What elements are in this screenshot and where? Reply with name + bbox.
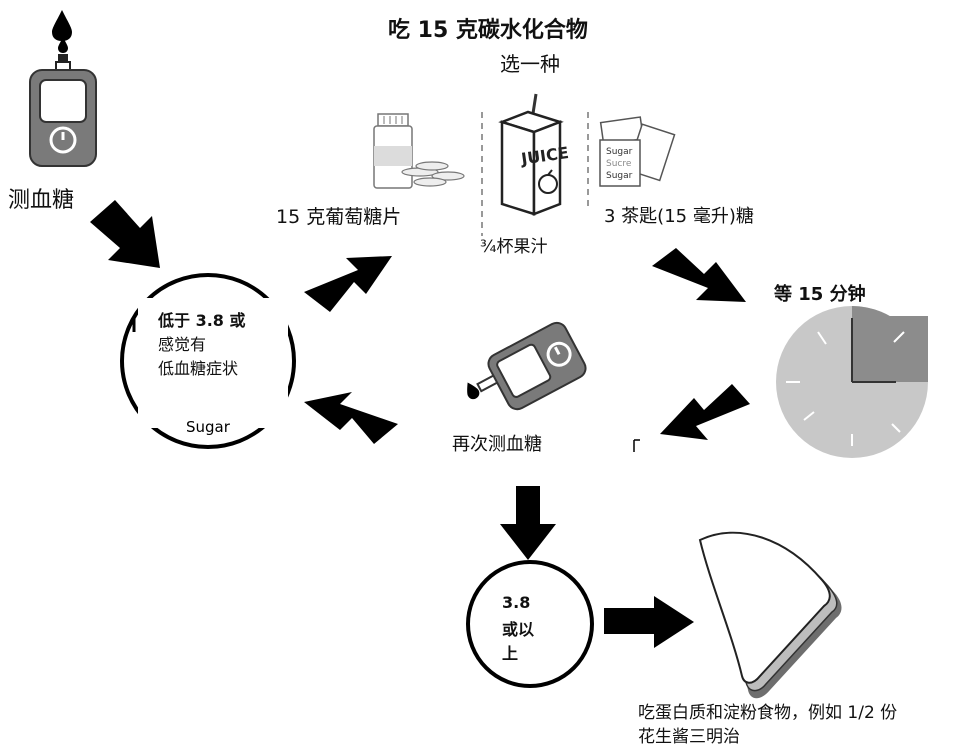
recheck-meter-icon	[467, 321, 587, 411]
sugar-packet-text-2: Sucre	[606, 159, 632, 169]
glucose-tablets-label: 15 克葡萄糖片	[276, 206, 402, 228]
arrow-low-to-options	[304, 256, 392, 312]
ok-condition-line-1: 3.8	[502, 593, 531, 612]
page-subtitle: 选一种	[500, 52, 560, 76]
recheck-step-label: 再次测血糖	[452, 434, 542, 455]
clock-icon	[633, 306, 928, 458]
juice-label: ¾杯果汁	[480, 237, 548, 257]
glucose-tablets-icon	[373, 113, 465, 189]
blood-drop-icon	[52, 10, 72, 53]
glucose-meter-icon	[29, 54, 97, 167]
juice-box-icon: JUICE	[498, 93, 570, 216]
low-condition-line-2: 感觉有	[158, 335, 207, 354]
sugar-packets-icon: Sugar Sucre Sugar	[599, 116, 676, 187]
sandwich-icon	[698, 531, 842, 699]
snack-line-2: 花生酱三明治	[638, 727, 740, 747]
page-title: 吃 15 克碳水化合物	[388, 18, 588, 43]
sugar-remnant-text: Sugar	[186, 418, 231, 436]
sugar-packet-text-1: Sugar	[606, 147, 633, 157]
ok-condition-circle	[466, 560, 594, 688]
sugar-label: 3 茶匙(15 毫升)糖	[604, 206, 754, 227]
low-condition-line-1: 低于 3.8 或	[158, 311, 246, 330]
arrow-wait-to-recheck	[660, 384, 750, 440]
arrow-recheck-down	[500, 486, 556, 560]
ok-condition-line-3: 上	[502, 644, 519, 663]
arrow-measure-to-low	[90, 200, 160, 268]
low-condition-circle: Sugar	[120, 273, 296, 449]
measure-step-label: 测血糖	[8, 188, 75, 213]
arrow-recheck-to-low	[304, 392, 398, 444]
snack-line-1: 吃蛋白质和淀粉食物，例如 1/2 份	[638, 703, 898, 723]
low-condition-line-3: 低血糖症状	[158, 359, 239, 378]
arrow-options-to-wait	[652, 248, 746, 302]
sugar-packet-text-3: Sugar	[606, 171, 633, 181]
arrow-ok-to-snack	[604, 596, 694, 648]
wait-step-label: 等 15 分钟	[774, 284, 866, 305]
ok-condition-line-2: 或以	[502, 620, 535, 639]
